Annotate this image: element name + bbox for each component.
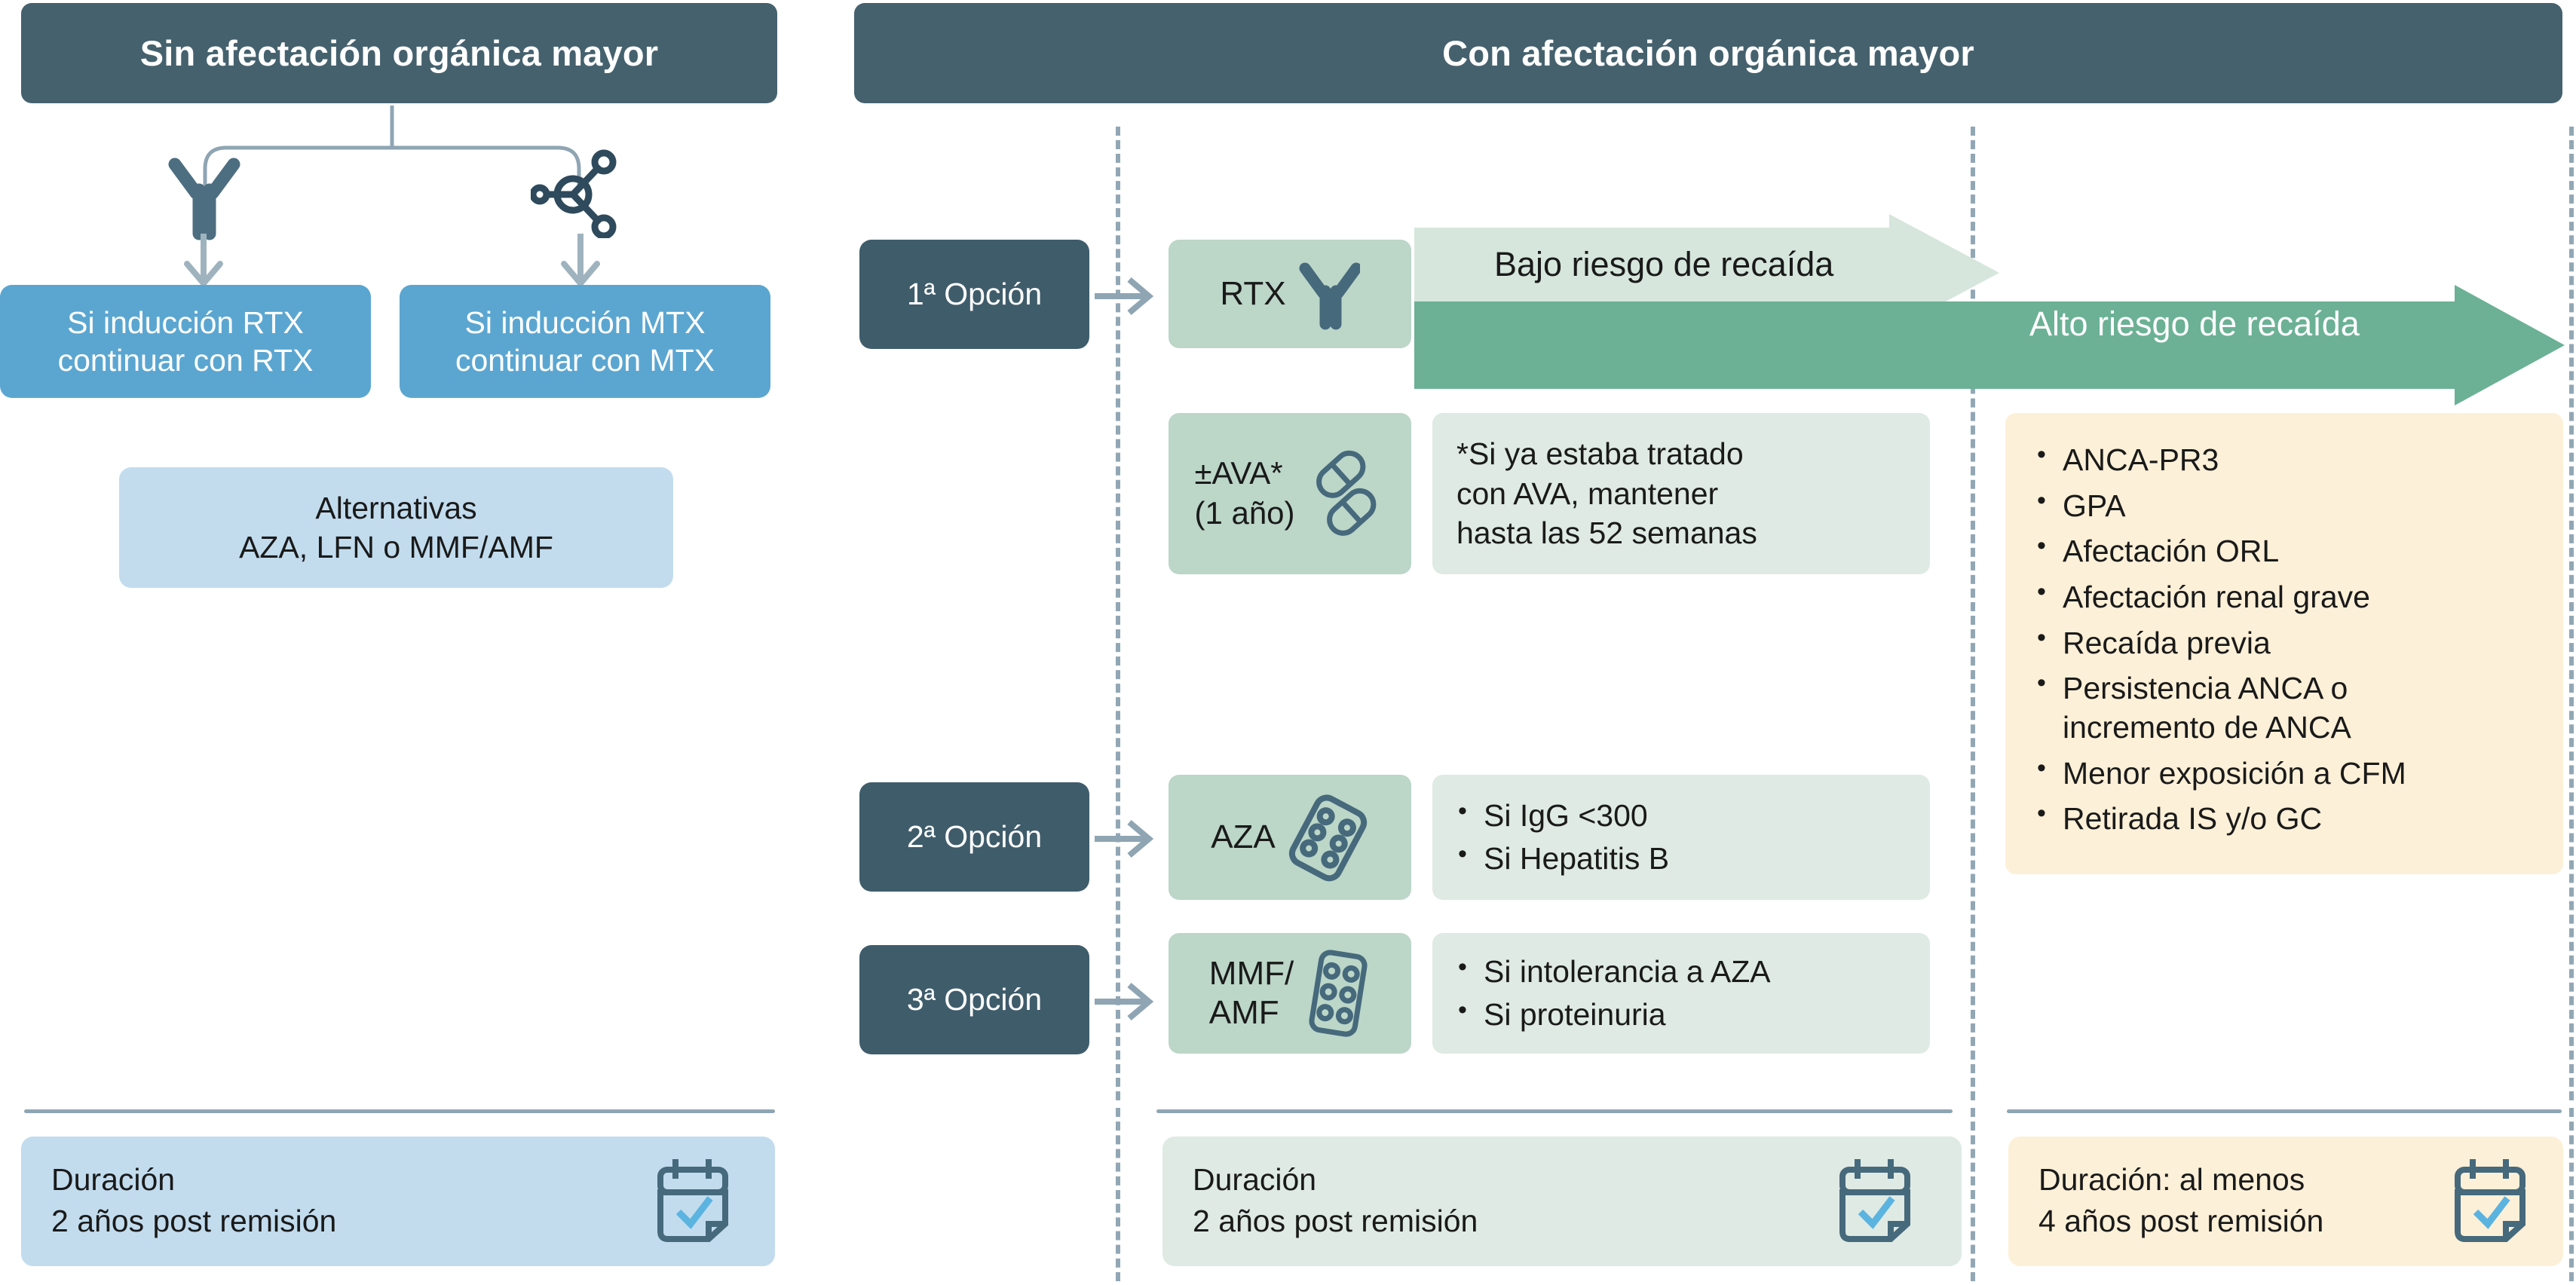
- capsules-icon: [1316, 450, 1376, 536]
- list-item: Si proteinuria: [1458, 993, 1771, 1035]
- option-2-label: 2ª Opción: [906, 819, 1043, 854]
- drug-box-aza[interactable]: AZA: [1169, 775, 1411, 900]
- header-right-title: Con afectación orgánica mayor: [1442, 33, 1974, 73]
- box-si-induccion-rtx-label: Si inducción RTX continuar con RTX: [57, 304, 314, 378]
- arrow-alto-riesgo: [1414, 285, 2565, 405]
- list-item: Recaída previa: [2035, 622, 2563, 663]
- option-3-label: 3ª Opción: [906, 982, 1043, 1017]
- option-3-badge[interactable]: 3ª Opción: [859, 945, 1089, 1054]
- header-right: Con afectación orgánica mayor: [854, 3, 2562, 103]
- divider-dashed-middle: [1971, 127, 1975, 1100]
- panel-relapse-risk-factors: ANCA-PR3 GPA Afectación ORL Afectación r…: [2005, 413, 2563, 874]
- box-si-induccion-mtx[interactable]: Si inducción MTX continuar con MTX: [400, 285, 770, 398]
- list-item: Persistencia ANCA o incremento de ANCA: [2035, 667, 2563, 747]
- separator-left: [24, 1109, 775, 1113]
- calendar-check-icon: [1839, 1159, 1910, 1242]
- antibody-icon: [1299, 262, 1360, 330]
- duration-box-middle-text: Duración 2 años post remisión: [1193, 1162, 1478, 1238]
- arrow-bajo-riesgo-label: Bajo riesgo de recaída: [1494, 245, 1834, 283]
- duration-box-left[interactable]: Duración 2 años post remisión: [21, 1137, 775, 1266]
- box-alternativas-label: Alternativas AZA, LFN o MMF/AMF: [239, 490, 553, 564]
- list-item: Si Hepatitis B: [1458, 837, 1669, 879]
- option-1-badge[interactable]: 1ª Opción: [859, 240, 1089, 349]
- note-box-mmf-amf: Si intolerancia a AZA Si proteinuria: [1432, 933, 1930, 1054]
- divider-dashed-right-bottom: [2569, 1108, 2574, 1281]
- drug-box-mmf-amf-label: MMF/ AMF: [1208, 955, 1294, 1031]
- box-alternativas[interactable]: Alternativas AZA, LFN o MMF/AMF: [119, 467, 673, 588]
- list-item: Menor exposición a CFM: [2035, 752, 2563, 794]
- note-box-ava: *Si ya estaba tratado con AVA, mantener …: [1432, 413, 1930, 574]
- option-2-badge[interactable]: 2ª Opción: [859, 782, 1089, 892]
- drug-box-rtx-label: RTX: [1220, 275, 1286, 312]
- divider-dashed-middle-bottom: [1971, 1108, 1975, 1281]
- arrow-down-rtx-icon: [184, 234, 223, 288]
- note-box-ava-text: *Si ya estaba tratado con AVA, mantener …: [1456, 436, 1757, 551]
- duration-box-right[interactable]: Duración: al menos 4 años post remisión: [2008, 1137, 2563, 1266]
- relapse-risk-factor-list: ANCA-PR3 GPA Afectación ORL Afectación r…: [2005, 413, 2563, 839]
- left-branch-connector: [203, 106, 581, 188]
- drug-box-aza-label: AZA: [1211, 818, 1276, 855]
- header-left-title: Sin afectación orgánica mayor: [139, 33, 659, 73]
- option-1-label: 1ª Opción: [906, 277, 1043, 311]
- arrow-right-option-2-icon: [1095, 819, 1154, 858]
- blister-pack-icon: [1288, 794, 1367, 882]
- separator-middle: [1156, 1109, 1953, 1113]
- antibody-icon: [168, 158, 240, 240]
- list-item: Afectación ORL: [2035, 530, 2563, 571]
- drug-box-mmf-amf[interactable]: MMF/ AMF: [1169, 933, 1411, 1054]
- note-box-aza-list: Si IgG <300 Si Hepatitis B: [1432, 793, 1669, 883]
- drug-box-rtx[interactable]: RTX: [1169, 240, 1411, 348]
- drug-box-ava[interactable]: ±AVA* (1 año): [1169, 413, 1411, 574]
- note-box-mmf-amf-list: Si intolerancia a AZA Si proteinuria: [1432, 949, 1771, 1039]
- arrow-alto-riesgo-label: Alto riesgo de recaída: [2029, 304, 2360, 343]
- calendar-check-icon: [2455, 1159, 2525, 1242]
- list-item: Si intolerancia a AZA: [1458, 950, 1771, 992]
- calendar-check-icon: [657, 1159, 728, 1242]
- arrow-down-mtx-icon: [561, 234, 600, 288]
- duration-box-left-text: Duración 2 años post remisión: [51, 1162, 337, 1238]
- drug-box-ava-label: ±AVA* (1 año): [1194, 455, 1295, 531]
- blister-pack-icon: [1309, 950, 1368, 1037]
- arrow-right-option-1-icon: [1095, 277, 1154, 316]
- note-box-aza: Si IgG <300 Si Hepatitis B: [1432, 775, 1930, 900]
- divider-dashed-left-bottom: [1116, 1108, 1120, 1281]
- divider-dashed-left: [1116, 127, 1120, 1100]
- list-item: Afectación renal grave: [2035, 576, 2563, 617]
- separator-right: [2007, 1109, 2562, 1113]
- molecule-icon: [531, 149, 617, 238]
- list-item: GPA: [2035, 485, 2563, 526]
- list-item: ANCA-PR3: [2035, 439, 2563, 480]
- duration-box-middle[interactable]: Duración 2 años post remisión: [1162, 1137, 1962, 1266]
- box-si-induccion-mtx-label: Si inducción MTX continuar con MTX: [455, 304, 715, 378]
- arrow-right-option-3-icon: [1095, 982, 1154, 1021]
- divider-dashed-right: [2569, 127, 2574, 1100]
- box-si-induccion-rtx[interactable]: Si inducción RTX continuar con RTX: [0, 285, 371, 398]
- header-left: Sin afectación orgánica mayor: [21, 3, 777, 103]
- list-item: Retirada IS y/o GC: [2035, 797, 2563, 839]
- duration-box-right-text: Duración: al menos 4 años post remisión: [2038, 1162, 2324, 1238]
- list-item: Si IgG <300: [1458, 794, 1669, 836]
